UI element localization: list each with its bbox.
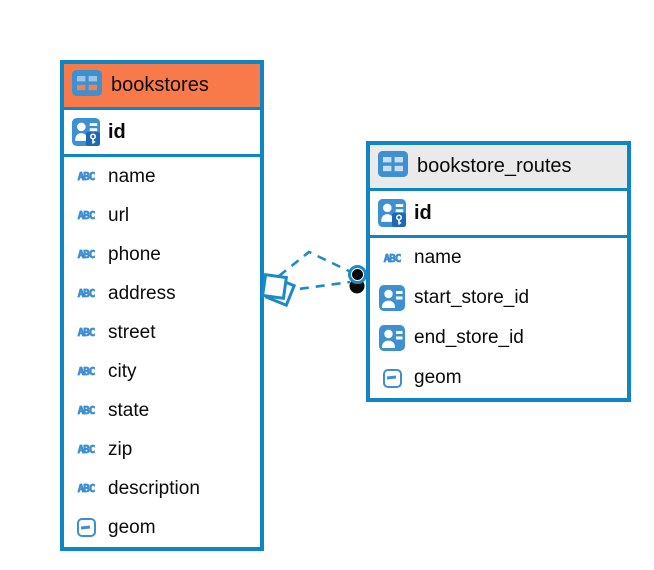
fk-link-line-upper[interactable] — [278, 250, 352, 278]
table-title: bookstore_routes — [417, 155, 572, 177]
column-name: street — [108, 321, 156, 343]
column-name: description — [108, 477, 200, 499]
column-name: end_store_id — [414, 327, 524, 348]
table-icon — [72, 70, 102, 101]
column-name: address — [108, 282, 176, 304]
column-name: name — [414, 247, 462, 268]
column-row[interactable]: ABC description — [64, 469, 260, 508]
column-name: state — [108, 399, 150, 421]
text-type-icon: ABC — [77, 404, 96, 418]
column-name: id — [414, 201, 432, 224]
column-list: ABC name start_store_id — [370, 238, 627, 398]
column-name: id — [108, 120, 126, 143]
column-list: ABC name ABC url ABC phone ABC address A… — [64, 157, 260, 547]
column-row[interactable]: ABC name — [370, 238, 627, 278]
column-row[interactable]: geom — [64, 508, 260, 547]
table-header-bookstores[interactable]: bookstores — [64, 64, 260, 110]
column-row[interactable]: ABC name — [64, 157, 260, 196]
column-row[interactable]: end_store_id — [370, 318, 627, 358]
text-type-icon: ABC — [77, 443, 96, 457]
column-name: geom — [414, 367, 462, 388]
column-name: city — [108, 360, 137, 382]
fk-link-line-lower[interactable] — [283, 280, 351, 293]
table-bookstore-routes[interactable]: bookstore_routes id ABC name — [366, 141, 631, 402]
column-row[interactable]: geom — [370, 358, 627, 398]
text-type-icon: ABC — [77, 248, 96, 262]
column-name: start_store_id — [414, 287, 530, 308]
column-name: phone — [108, 243, 161, 265]
column-name: geom — [108, 516, 156, 538]
column-row[interactable]: ABC street — [64, 313, 260, 352]
text-type-icon: ABC — [77, 326, 96, 340]
table-icon — [378, 151, 408, 182]
relationship-source-marker[interactable] — [260, 272, 297, 308]
primary-key-icon — [72, 117, 100, 147]
foreign-key-reference-icon — [378, 285, 406, 311]
relationship-target-marker[interactable] — [348, 265, 367, 294]
foreign-key-reference-icon — [378, 325, 406, 351]
column-row-pk[interactable]: id — [370, 191, 627, 238]
column-row[interactable]: ABC url — [64, 196, 260, 235]
geometry-type-icon — [378, 368, 406, 388]
column-name: zip — [108, 438, 133, 460]
column-row[interactable]: ABC city — [64, 352, 260, 391]
text-type-icon: ABC — [77, 170, 96, 184]
column-row[interactable]: ABC state — [64, 391, 260, 430]
column-name: name — [108, 165, 156, 187]
primary-key-icon — [378, 198, 406, 228]
table-title: bookstores — [111, 74, 209, 96]
text-type-icon: ABC — [77, 287, 96, 301]
table-bookstores[interactable]: bookstores id ABC name — [60, 60, 264, 551]
column-name: url — [108, 204, 130, 226]
text-type-icon: ABC — [77, 482, 96, 496]
text-type-icon: ABC — [383, 251, 402, 265]
column-row[interactable]: ABC phone — [64, 235, 260, 274]
column-row[interactable]: start_store_id — [370, 278, 627, 318]
column-row[interactable]: ABC zip — [64, 430, 260, 469]
text-type-icon: ABC — [77, 209, 96, 223]
table-header-bookstore-routes[interactable]: bookstore_routes — [370, 145, 627, 191]
text-type-icon: ABC — [77, 365, 96, 379]
column-row[interactable]: ABC address — [64, 274, 260, 313]
geometry-type-icon — [72, 518, 100, 537]
column-row-pk[interactable]: id — [64, 110, 260, 157]
